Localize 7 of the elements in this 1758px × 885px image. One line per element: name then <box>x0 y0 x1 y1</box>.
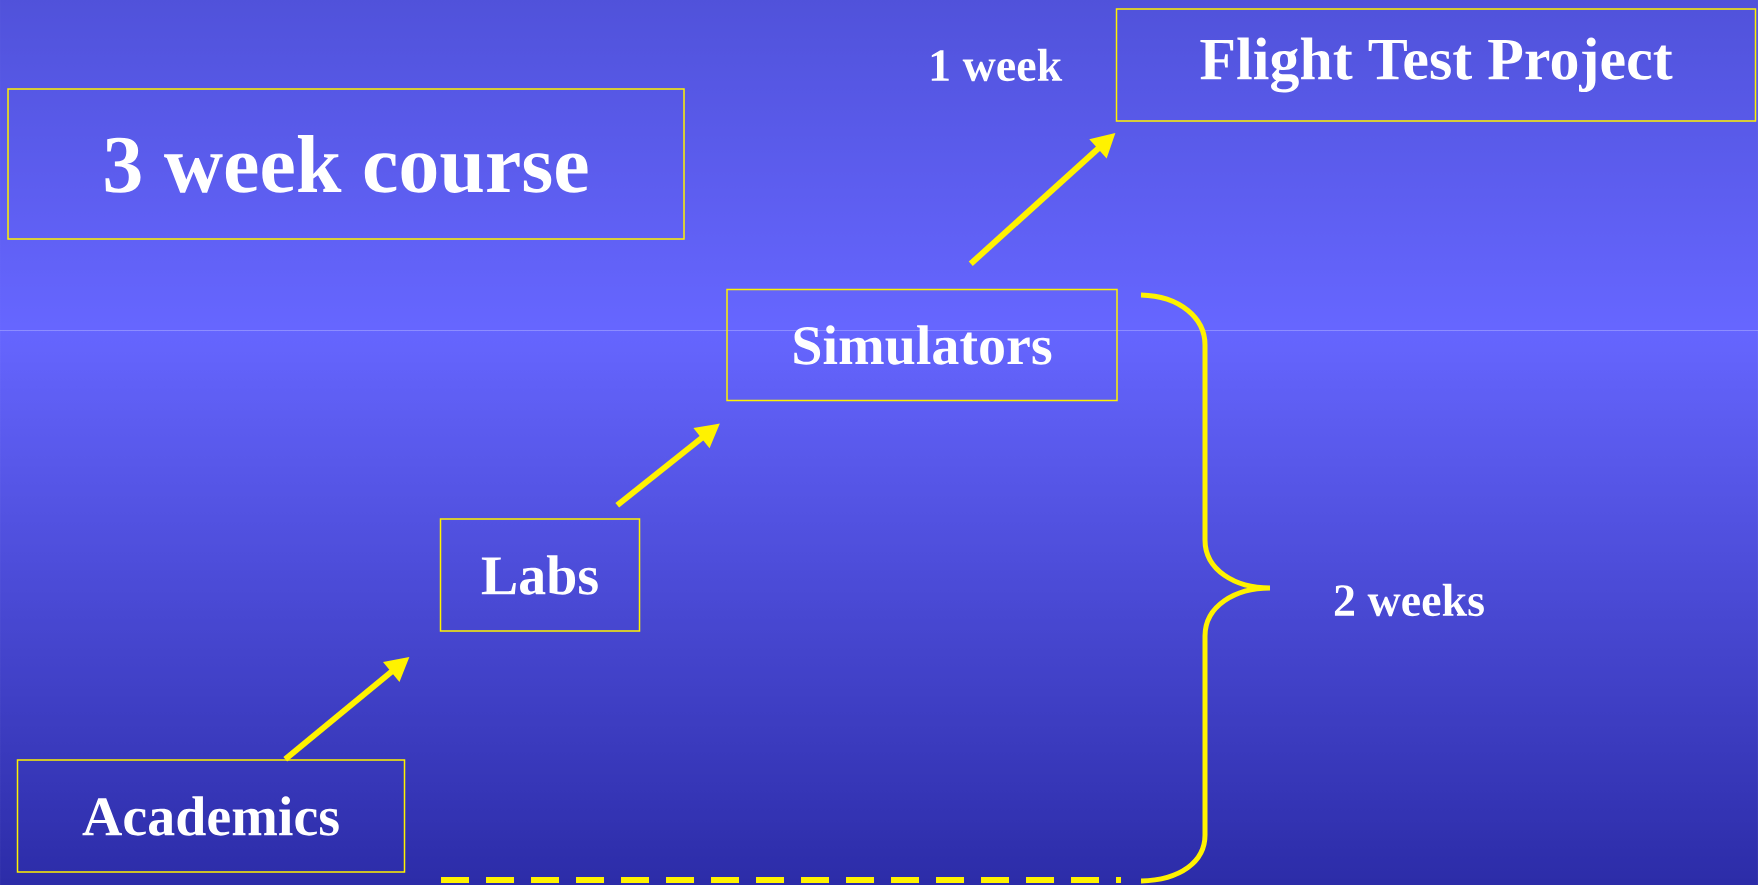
duration-label: 2 weeks <box>1334 583 1484 617</box>
text-box: Labs <box>439 518 641 632</box>
text-box: Flight Test Project <box>1115 8 1757 122</box>
text-box: Simulators <box>726 288 1118 402</box>
text-box: Academics <box>16 759 406 873</box>
duration-label: 1 week <box>931 48 1063 82</box>
text-box: 3 week course <box>7 88 685 240</box>
